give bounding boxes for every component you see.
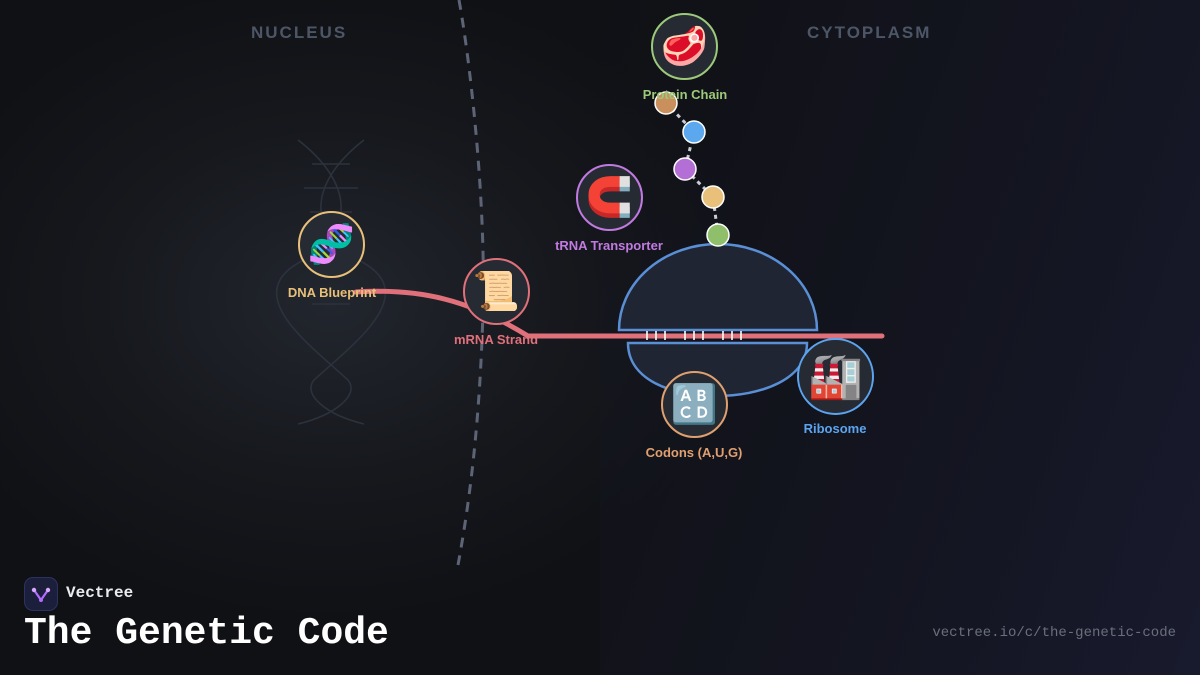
meat-icon: 🥩 [660, 25, 709, 68]
magnet-icon: 🧲 [585, 176, 634, 219]
dna-node[interactable]: 🧬 [298, 211, 365, 278]
protein-label: Protein Chain [642, 87, 728, 102]
codons-node[interactable]: 🔠 [661, 371, 728, 438]
amino-acid-1 [654, 91, 678, 115]
protein-node[interactable]: 🥩 [651, 13, 718, 80]
mrna-strand-line [353, 288, 885, 339]
dna-icon: 🧬 [307, 223, 356, 266]
dna-label: DNA Blueprint [287, 285, 377, 300]
codon-ticks [646, 331, 742, 340]
mrna-node[interactable]: 📜 [463, 258, 530, 325]
region-label-cytoplasm: CYTOPLASM [807, 23, 932, 42]
abcd-icon: 🔠 [670, 383, 719, 426]
region-label-nucleus: NUCLEUS [251, 23, 348, 42]
codons-label: Codons (A,U,G) [645, 445, 743, 460]
vectree-logo-icon[interactable] [24, 577, 58, 611]
helix-watermark [275, 139, 387, 425]
ribosome-node[interactable]: 🏭 [797, 338, 874, 415]
page-title: The Genetic Code [24, 612, 389, 655]
scroll-icon: 📜 [472, 270, 521, 313]
trna-node[interactable]: 🧲 [576, 164, 643, 231]
factory-icon: 🏭 [808, 351, 863, 401]
brand-name[interactable]: Vectree [66, 584, 134, 602]
ribosome-label: Ribosome [803, 421, 867, 436]
amino-acid-2 [682, 120, 706, 144]
page-url[interactable]: vectree.io/c/the-genetic-code [932, 625, 1176, 641]
mrna-label: mRNA Strand [453, 332, 539, 347]
peptide-bond-chain [664, 101, 720, 236]
amino-acid-3 [673, 157, 697, 181]
ribosome-large-subunit [617, 242, 819, 332]
trna-label: tRNA Transporter [555, 238, 663, 253]
amino-acid-4 [701, 185, 725, 209]
amino-acid-5 [706, 223, 730, 247]
